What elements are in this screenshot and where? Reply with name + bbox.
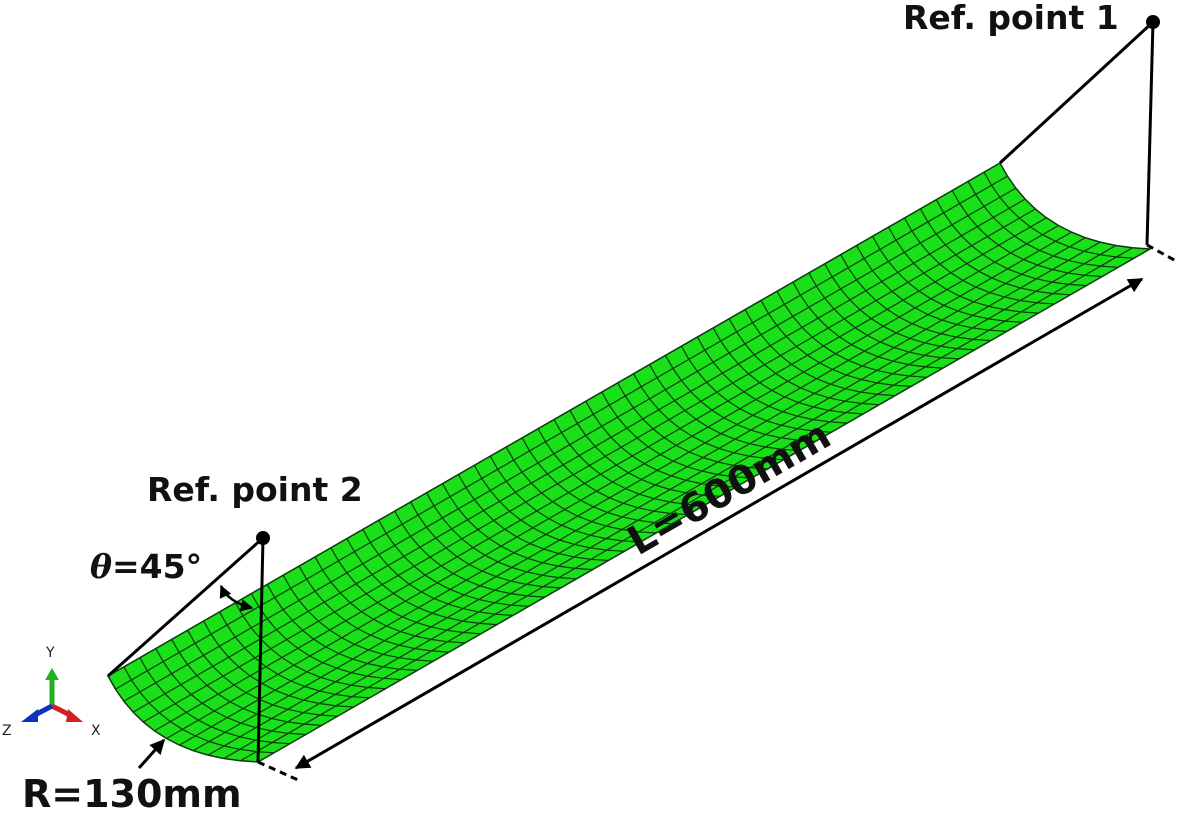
- mesh-line-circumferential: [123, 666, 274, 754]
- mesh-line-circumferential: [951, 190, 1103, 278]
- ref-point-2-label: Ref. point 2: [147, 470, 363, 509]
- x-axis-label: X: [91, 723, 101, 739]
- mesh-line-circumferential: [967, 181, 1119, 268]
- mesh-line-circumferential: [155, 648, 306, 736]
- angle-arrow: [219, 584, 254, 612]
- ref-point-1-label: Ref. point 1: [903, 0, 1119, 37]
- angle-label: θ=45°: [90, 547, 202, 586]
- mesh-line-circumferential: [139, 657, 290, 745]
- theta-symbol: θ: [90, 547, 113, 586]
- dim-extension-right: [1146, 243, 1179, 264]
- y-axis-label: Y: [46, 645, 55, 661]
- dim-extension-left: [257, 760, 299, 782]
- z-axis-label: Z: [2, 723, 12, 739]
- axis-triad: [21, 668, 83, 722]
- mesh-line-circumferential: [983, 171, 1135, 259]
- ref-point-1-marker: [1146, 15, 1160, 29]
- radius-arrow: [137, 738, 166, 769]
- radius-label: R=130mm: [22, 772, 242, 816]
- shell-mesh: [106, 161, 1153, 763]
- ref-point-2-marker: [256, 531, 270, 545]
- mesh-line-circumferential: [171, 639, 322, 726]
- shell-surface: [106, 161, 1153, 763]
- ref-point-2-connectors: [107, 531, 270, 763]
- angle-value: =45°: [112, 547, 203, 586]
- length-dimension-arrow: [294, 277, 1144, 770]
- ref-point-1-connectors: [998, 15, 1160, 246]
